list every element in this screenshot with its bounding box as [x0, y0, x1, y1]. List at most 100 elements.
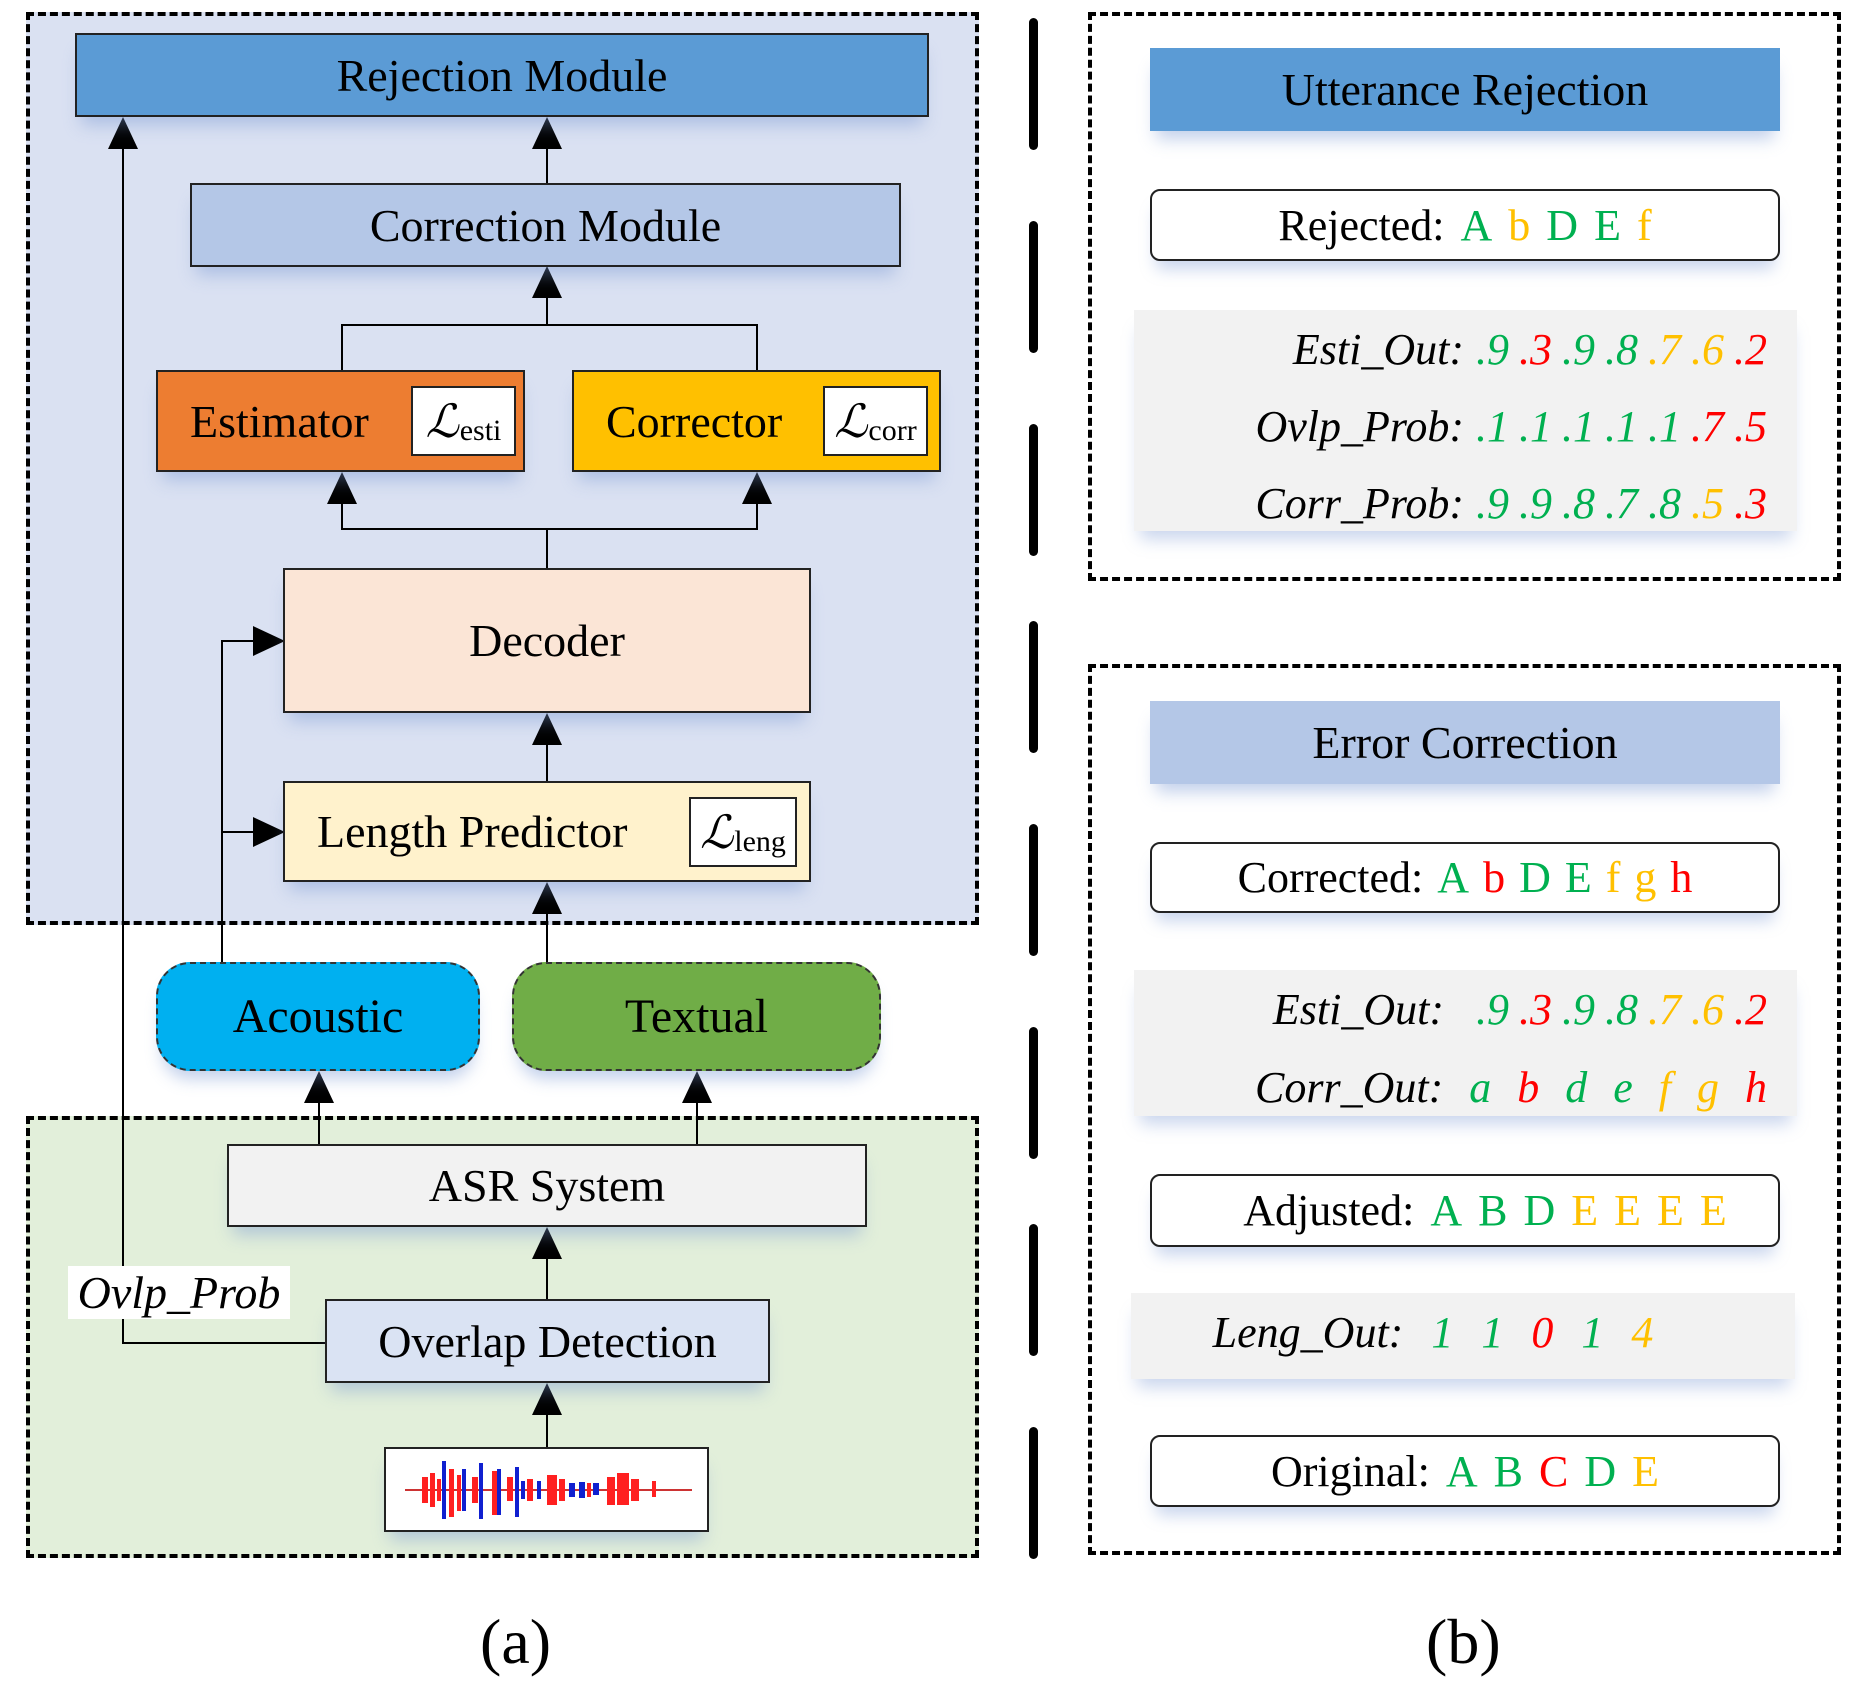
token: a — [1469, 1063, 1492, 1112]
token: .1 — [1519, 402, 1552, 451]
corrected-label: Corrected: — [1237, 853, 1424, 902]
acoustic-up-line — [221, 641, 223, 962]
caption-a: (a) — [480, 1605, 551, 1679]
token: .8 — [1605, 325, 1638, 374]
token: E — [1657, 1186, 1684, 1235]
token: B — [1493, 1446, 1523, 1496]
token: .1 — [1476, 402, 1509, 451]
asr-to-textual-line — [696, 1098, 698, 1144]
token: .5 — [1734, 402, 1767, 451]
token: .1 — [1562, 402, 1595, 451]
acoustic-feature: Acoustic — [156, 962, 480, 1071]
esti-out-row: Esti_Out: .9.3.9.8.7.6.2 — [1134, 984, 1797, 1035]
rejection-scores-panel: Esti_Out: .9.3.9.8.7.6.2 Ovlp_Prob: .1.1… — [1134, 310, 1797, 531]
arrow-to-textual — [682, 1071, 712, 1103]
token: .5 — [1691, 479, 1724, 528]
row-values: .9.3.9.8.7.6.2 — [1464, 984, 1767, 1035]
loss-symbol: ℒ — [834, 396, 868, 447]
token: .9 — [1476, 325, 1509, 374]
textual-up-line — [546, 908, 548, 962]
arrow-to-corrector — [742, 472, 772, 504]
token: D — [1584, 1446, 1617, 1496]
token: A — [1430, 1186, 1463, 1235]
rejection-module: Rejection Module — [75, 33, 929, 117]
overlap-detection-label: Overlap Detection — [378, 1315, 717, 1367]
token: .9 — [1562, 325, 1595, 374]
arrow-to-acoustic — [304, 1071, 334, 1103]
separator-dash — [1029, 824, 1038, 956]
token: .2 — [1734, 325, 1767, 374]
token: E — [1594, 200, 1621, 250]
token: h — [1745, 1063, 1767, 1112]
original-label: Original: — [1270, 1446, 1430, 1496]
token: D — [1546, 200, 1579, 250]
arrow-to-rejection-left — [108, 117, 138, 149]
textual-feature: Textual — [512, 962, 881, 1071]
token: 1 — [1581, 1308, 1604, 1357]
row-label: Corr_Prob: — [1255, 479, 1464, 528]
caption-b-text: (b) — [1426, 1606, 1501, 1677]
overlap-to-asr-line — [546, 1255, 548, 1299]
token: .2 — [1734, 985, 1767, 1034]
acoustic-to-length-hline — [221, 831, 261, 833]
utterance-rejection-title: Utterance Rejection — [1281, 64, 1649, 115]
token: .7 — [1691, 402, 1724, 451]
length-predictor-label: Length Predictor — [317, 806, 628, 857]
row-label: Leng_Out: — [1212, 1308, 1404, 1357]
acoustic-label: Acoustic — [232, 990, 404, 1043]
rejected-label: Rejected: — [1278, 200, 1445, 250]
token: D — [1519, 853, 1551, 902]
arrow-to-length-predictor — [532, 882, 562, 914]
correction-module-label: Correction Module — [369, 199, 722, 251]
separator-dash — [1029, 18, 1038, 150]
caption-b: (b) — [1426, 1605, 1501, 1679]
token: 1 — [1431, 1308, 1454, 1357]
length-to-decoder-line — [546, 740, 548, 781]
error-correction-title: Error Correction — [1312, 717, 1618, 768]
token: .8 — [1605, 985, 1638, 1034]
token: .8 — [1648, 479, 1681, 528]
separator-dash — [1029, 621, 1038, 753]
arrow-to-rejection — [532, 117, 562, 149]
token: 4 — [1631, 1308, 1654, 1357]
token: C — [1538, 1446, 1569, 1496]
ovlp-prob-hline — [122, 1342, 325, 1344]
token: .9 — [1519, 479, 1552, 528]
token: A — [1437, 853, 1470, 902]
arrow-to-decoder — [532, 713, 562, 745]
separator-dash — [1029, 1427, 1038, 1559]
asr-to-acoustic-line — [318, 1098, 320, 1144]
token: e — [1613, 1063, 1633, 1112]
token: A — [1445, 1446, 1478, 1496]
separator-dash — [1029, 1224, 1038, 1356]
token: .9 — [1476, 479, 1509, 528]
acoustic-to-decoder-hline — [221, 640, 261, 642]
ovlp-prob-text: Ovlp_Prob — [77, 1267, 281, 1318]
line-merge-to-correction — [546, 290, 548, 325]
token: g — [1634, 853, 1657, 902]
token: .3 — [1734, 479, 1767, 528]
token: .6 — [1691, 325, 1724, 374]
token: .3 — [1519, 985, 1552, 1034]
merge-hline — [341, 324, 758, 326]
arrow-to-estimator — [327, 472, 357, 504]
token: g — [1697, 1063, 1719, 1112]
decoder-block: Decoder — [283, 568, 811, 713]
split-left-line — [341, 500, 343, 530]
arrow-acoustic-to-length — [253, 817, 285, 847]
token: E — [1699, 1186, 1727, 1235]
token: .9 — [1476, 985, 1509, 1034]
separator-dash — [1029, 221, 1038, 353]
overlap-detection-block: Overlap Detection — [325, 1299, 770, 1383]
